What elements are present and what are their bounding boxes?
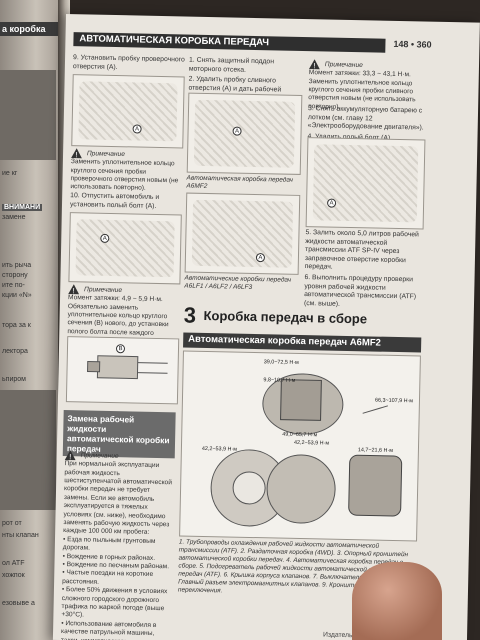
transmission-exploded-view: 39,0~72,5 Н·м 9,8~10,7 Н·м 66,3~107,9 Н·… <box>179 350 421 542</box>
torque-label: 39,0~72,5 Н·м <box>263 359 299 366</box>
section-subtitle: Автоматическая коробка передач A6MF2 <box>183 332 422 353</box>
col3-note-title: Примечание <box>324 61 363 69</box>
left-page-title: а коробка <box>0 22 58 36</box>
note-icon: ! <box>68 284 80 294</box>
note-2: ! Примечание Момент затяжки: 4,9 ~ 5,9 Н… <box>67 284 180 355</box>
left-page-text: нты клапан <box>2 532 39 539</box>
note-1-title: Примечание <box>86 150 125 159</box>
conditions-list: Езда по пыльным грунтовым дорогам. Вожде… <box>60 536 175 640</box>
left-page-text: сторону <box>2 272 28 279</box>
figure-drawing <box>191 199 294 268</box>
col3-note: ! Примечание Момент затяжки: 33,3 ~ 43,1… <box>308 59 427 114</box>
note-icon: ! <box>308 59 320 69</box>
step-1-text: 1. Снять защитный поддон моторного отсек… <box>188 56 275 74</box>
left-page-photo <box>0 390 56 510</box>
left-page-text: ие кг <box>2 170 18 177</box>
figure-fill-plug: A <box>305 137 426 230</box>
torque-label: 42,2~53,9 Н·м <box>201 445 238 453</box>
svg-text:!: ! <box>313 61 316 69</box>
section-number: 3 <box>183 302 197 328</box>
fluid-note-text: При нормальной эксплуатации рабочая жидк… <box>63 460 172 537</box>
left-page-photo <box>0 70 56 160</box>
left-page-text: ить рыча <box>2 262 32 269</box>
step-10-text: 10. Отпустить автомобиль и установить по… <box>69 192 160 210</box>
list-item: Более 50% движения в условиях сложного г… <box>61 586 174 622</box>
left-page: а коробка ие кг ВНИМАНИ замене ить рыча … <box>0 0 60 640</box>
figure-caption-a6mf2: Автоматическая коробка передач A6MF2 <box>186 174 294 190</box>
section-title: Коробка передач в сборе <box>203 307 368 327</box>
col3-note-text: Момент затяжки: 33,3 ~ 43,1 Н·м. Заменит… <box>308 69 416 111</box>
torque-label: 66,3~107,9 Н·м <box>374 397 414 405</box>
note-icon: ! <box>71 148 82 158</box>
torque-label: 14,7~21,6 Н·м <box>357 447 394 454</box>
figure-drain-a6lf: A <box>184 192 301 275</box>
left-page-text: кции «N» <box>2 292 32 299</box>
svg-text:!: ! <box>72 286 75 294</box>
step-9-text: 9. Установить пробку проверочного отверс… <box>72 54 185 71</box>
note-1: ! Примечание Заменить уплотнительное кол… <box>70 148 183 194</box>
torque-label: 42,2~53,9 Н·м <box>294 439 330 447</box>
finger <box>352 562 442 640</box>
left-page-text: лектора <box>2 348 28 355</box>
left-page-text: хожпок <box>2 572 25 579</box>
torque-label: 9,8~10,7 Н·м <box>263 377 296 384</box>
page-number: 148 • 360 <box>393 38 432 50</box>
note-icon: ! <box>64 450 76 460</box>
note-2-title: Примечание <box>84 286 123 294</box>
svg-text:!: ! <box>75 150 78 158</box>
figure-drawing <box>312 144 419 223</box>
fluid-note: ! Примечание При нормальной эксплуатации… <box>60 450 176 640</box>
figure-check-plug: A <box>71 74 185 149</box>
torque-label: 49,0~65,7 Н·м <box>282 431 318 439</box>
col3-steps-2: 5. Залить около 5,0 литров рабочей жидко… <box>304 229 424 313</box>
list-item: Использование автомобиля в качестве патр… <box>60 620 173 640</box>
note-1-text: Заменить уплотнительное кольцо круглого … <box>70 158 179 193</box>
figure-drain-a6mf2: A <box>186 92 303 175</box>
book-page: АВТОМАТИЧЕСКАЯ КОРОБКА ПЕРЕДАЧ 148 • 360… <box>52 14 480 640</box>
left-page-text: замене <box>2 214 26 221</box>
left-page-text: рот от <box>2 520 22 527</box>
figure-hollow-bolt: A <box>68 212 182 285</box>
left-page-text: ьпиром <box>2 376 26 383</box>
figure-caption-a6lf: Автоматические коробки передач A6LF1 / A… <box>184 274 292 291</box>
left-page-warning: ВНИМАНИ <box>2 204 43 211</box>
left-page-text: тора за к <box>2 322 31 329</box>
fluid-note-title: Примечание <box>80 452 119 460</box>
step-3-text: 3. Снять аккумуляторную батарею с лотком… <box>307 105 424 132</box>
figure-drawing <box>193 99 296 168</box>
left-page-text: ите по- <box>2 282 25 289</box>
step-5-text: 5. Залить около 5,0 литров рабочей жидко… <box>304 229 419 272</box>
list-item: Езда по пыльным грунтовым дорогам. <box>63 536 175 555</box>
left-page-text: езовыве а <box>2 600 35 607</box>
figure-drawing <box>75 219 175 278</box>
svg-text:!: ! <box>69 452 72 460</box>
section-heading: 3 Коробка передач в сборе <box>183 303 367 333</box>
left-page-text: ол ATF <box>2 560 25 567</box>
hollow-bolt-drawing <box>87 355 168 380</box>
page-header: АВТОМАТИЧЕСКАЯ КОРОБКА ПЕРЕДАЧ <box>73 32 386 53</box>
transmission-drawing <box>210 373 403 527</box>
figure-drawing <box>78 81 178 142</box>
figure-bolt-photo: B <box>65 336 180 405</box>
